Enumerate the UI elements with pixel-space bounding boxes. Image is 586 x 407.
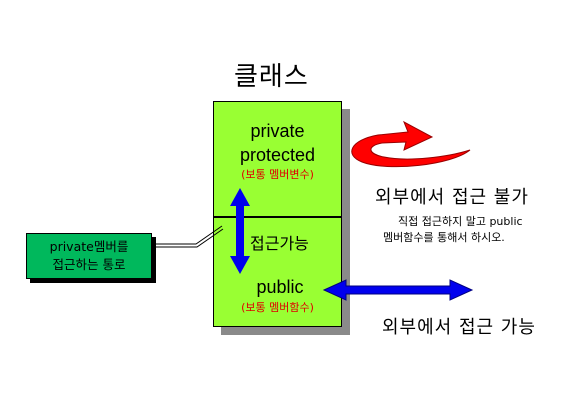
private-access-callout: private멤버를 접근하는 통로 [26,233,152,279]
callout-connector-line [156,225,223,245]
class-box [213,101,342,327]
member-function-note: (보통 멤버함수) [241,301,314,314]
callout-line-1: private멤버를 [49,239,129,254]
callout-line-2: 접근하는 통로 [52,257,126,272]
outside-inaccessible-label: 외부에서 접근 불가 [375,187,529,208]
external-access-arrow [322,279,474,301]
diagram-title: 클래스 [234,62,309,92]
hint-line-1: 직접 접근하지 말고 public [398,215,523,228]
hint-line-2: 멤버함수를 통해서 하시오. [383,231,505,244]
internal-access-arrow [230,188,250,274]
callout-connector-line-2 [156,228,224,248]
outside-accessible-label: 외부에서 접근 가능 [382,317,536,338]
accessible-inside-label: 접근가능 [250,234,309,253]
public-label: public [256,277,304,297]
class-box-divider [213,216,342,218]
member-variable-note: (보통 멤버변수) [241,168,314,181]
private-label: private [250,121,305,141]
protected-label: protected [239,145,316,165]
blocked-access-arrow [351,120,471,168]
